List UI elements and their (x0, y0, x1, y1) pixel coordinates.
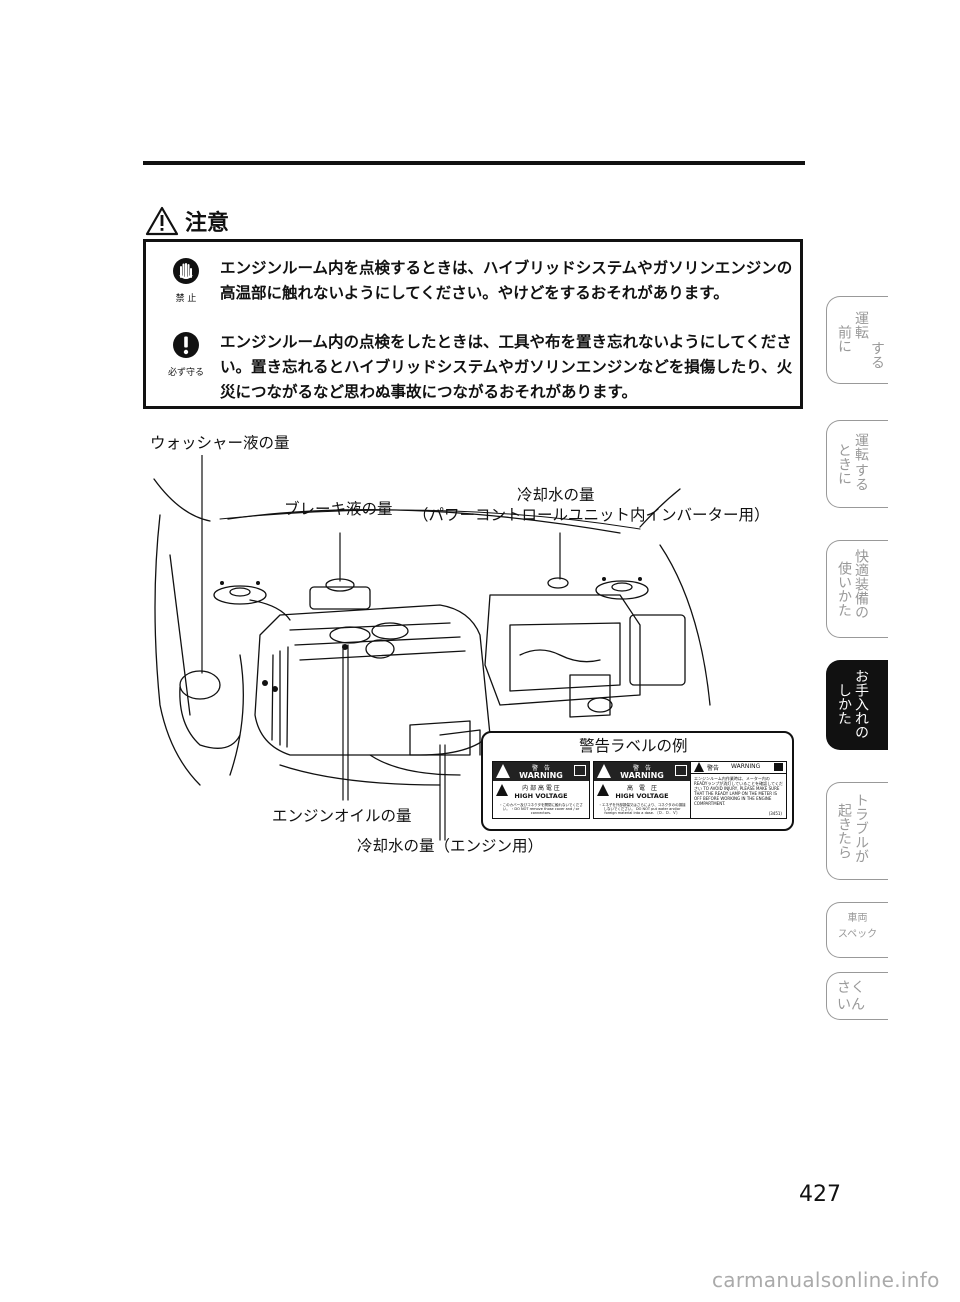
label-washer-fluid: ウォッシャー液の量 (150, 434, 290, 452)
tab-index[interactable]: さく いん (826, 972, 888, 1020)
label-coolant-inverter: 冷却水の量 (517, 486, 595, 504)
warning-jp: 警 告 (531, 765, 550, 772)
warning-label-1: 警 告 WARNING 内 部 高 電 圧 HIGH VOLTAGE ・このカバ… (492, 761, 590, 819)
warning-fine-print: ・エネ子を外部損傷又はさらにより、コネクタのの損接しないでください。 DO NO… (598, 803, 686, 815)
caution-text-1: エンジンルーム内を点検するときは、ハイブリッドシステムやガソリンエンジンの高温部… (220, 259, 793, 302)
warning-fine-print: エンジンルーム内作業時は、メーター内のREADYランプが消灯していることを確認し… (694, 776, 783, 806)
tab-line: トラブルが (853, 793, 869, 863)
warning-triangle-icon (496, 764, 510, 778)
tab-line: ときに (836, 443, 852, 485)
tab-line: 運転 (853, 433, 869, 461)
tab-vehicle-specs[interactable]: 車両 スペック (826, 902, 888, 958)
tab-line: 運転 (853, 311, 869, 339)
warning-code: (3451) (768, 811, 782, 816)
engine-compartment-illustration (153, 455, 711, 841)
caution-triangle-icon (597, 784, 609, 796)
label-coolant-engine: 冷却水の量（エンジン用） (357, 837, 544, 855)
tab-while-driving[interactable]: 運転 する ときに (826, 420, 888, 508)
page-number: 427 (799, 1182, 841, 1207)
tab-line: しかた (836, 683, 852, 725)
warning-en: WARNING (620, 771, 664, 780)
caution-box: 禁 止 エンジンルーム内を点検するときは、ハイブリッドシステムやガソリンエンジン… (143, 239, 803, 409)
prohibit-icon-group: 禁 止 (164, 256, 208, 304)
label-coolant-inverter-note: （パワーコントロールユニット内インバーター用） (413, 506, 770, 524)
header-rule (143, 161, 805, 165)
label-engine-oil: エンジンオイルの量 (272, 807, 412, 825)
tab-comfort-features[interactable]: 快適装備の 使いかた (826, 540, 888, 638)
caution-header: 注意 (145, 205, 229, 237)
tab-line: スペック (837, 929, 878, 940)
warning-label-3: 警告 WARNING エンジンルーム内作業時は、メーター内のREADYランプが消… (690, 761, 787, 819)
warning-example-title: 警告ラベルの例 (579, 737, 688, 755)
caution-triangle-icon (496, 784, 508, 796)
manual-book-icon (574, 765, 586, 776)
warning-fine-print: ・このカバー及びコネクタを開閉に触れないでください。 ・DO NOT remov… (499, 803, 583, 815)
tab-line: 前に (836, 325, 852, 353)
tab-troubleshooting[interactable]: トラブルが 起きたら (826, 782, 888, 880)
tab-line: 使いかた (836, 561, 852, 617)
mandatory-label: 必ず守る (167, 368, 204, 378)
warning-label-2: 警 告 WARNING 高 電 圧 HIGH VOLTAGE ・エネ子を外部損傷… (593, 761, 691, 819)
tab-maintenance[interactable]: お手入れの しかた (826, 660, 888, 750)
tab-line: お手入れの (853, 669, 869, 739)
warning-sub-jp: 高 電 圧 (626, 785, 657, 792)
mandatory-icon-group: 必ず守る (164, 330, 208, 378)
warning-band: 警 告 WARNING (594, 762, 690, 781)
warning-triangle-icon (597, 764, 611, 778)
prohibited-hand-icon (173, 258, 199, 284)
tab-line: いん (837, 997, 865, 1013)
warning-band: 警 告 WARNING (493, 762, 589, 781)
tab-line: 快適装備の (853, 549, 869, 619)
warning-triangle-icon (694, 762, 704, 772)
warning-sub-en: HIGH VOLTAGE (615, 792, 669, 800)
caution-title: 注意 (185, 211, 230, 236)
prohibit-label: 禁 止 (175, 294, 197, 304)
warning-label-panel: 警告ラベルの例 警 告 WARNING 内 部 高 電 圧 HIGH VOLTA… (481, 731, 794, 831)
watermark[interactable]: carmanualsonline.info (712, 1268, 940, 1292)
warning-en: WARNING (519, 771, 563, 780)
warning-jp: 警 告 (632, 765, 651, 772)
label-brake-fluid: ブレーキ液の量 (284, 500, 393, 518)
mandatory-exclamation-icon (173, 332, 199, 358)
tab-line: 起きたら (836, 803, 852, 859)
tab-line: さく (837, 980, 865, 996)
tab-line: 車両 (847, 913, 868, 924)
manual-book-icon (774, 763, 783, 771)
tab-before-driving[interactable]: 運転 前に する (826, 296, 888, 384)
tab-line: する (869, 341, 885, 369)
warning-sub-jp: 内 部 高 電 圧 (522, 785, 560, 792)
warning-jp: 警告 (707, 765, 720, 772)
tab-line: する (853, 463, 869, 491)
caution-text-2: エンジンルーム内の点検をしたときは、工具や布を置き忘れないようにしてください。置… (220, 333, 793, 401)
warning-head: 警告 WARNING (691, 762, 786, 774)
manual-book-icon (675, 765, 687, 776)
warning-triangle-icon (145, 206, 179, 236)
warning-en: WARNING (731, 763, 761, 770)
warning-sub-en: HIGH VOLTAGE (514, 792, 568, 800)
